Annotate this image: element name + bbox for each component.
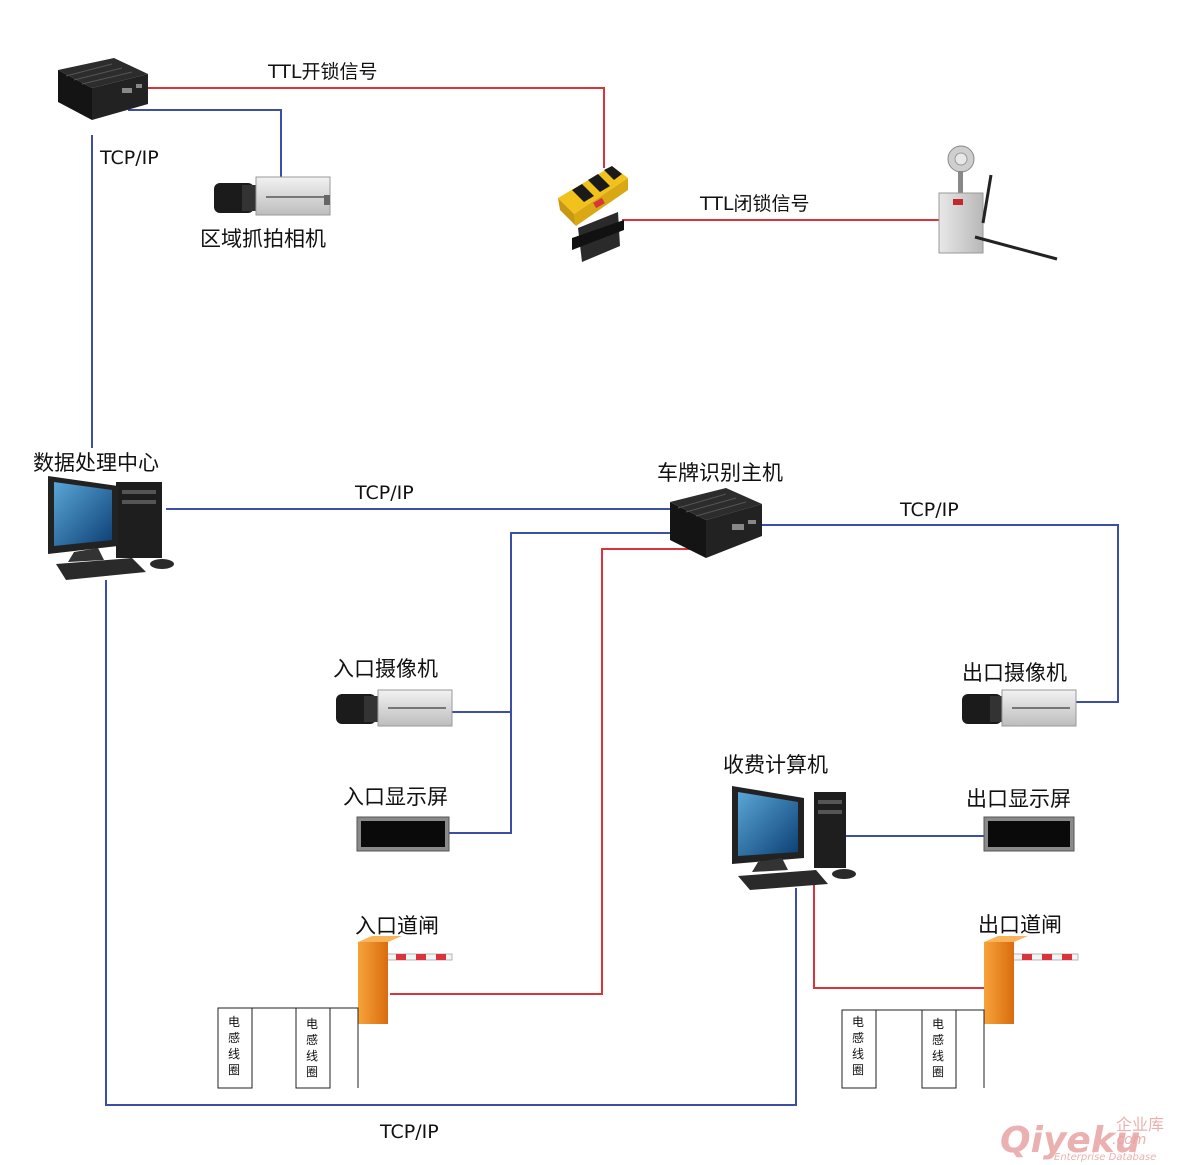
- toll-pc[interactable]: [732, 786, 856, 890]
- watermark-brand: Qiyeku: [1000, 1120, 1140, 1161]
- wire-tollpc-exit-gate: [813, 882, 984, 989]
- watermark-suffix: .com: [1112, 1132, 1146, 1148]
- wire-lpr-entry-bus: [448, 532, 672, 834]
- desktop-pc-icon: [732, 786, 856, 890]
- entry-camera[interactable]: [336, 689, 453, 727]
- top-recorder[interactable]: [58, 58, 148, 120]
- svg-text:电: 电: [852, 1015, 864, 1029]
- coil-box: [217, 1007, 985, 1089]
- parking-lock-icon: [558, 166, 628, 262]
- link-label-tcpip-right: TCP/IP: [899, 499, 959, 521]
- data-center-pc[interactable]: [48, 476, 174, 580]
- inductive-coil: 电 感 线 圈: [306, 1017, 318, 1079]
- svg-text:线: 线: [852, 1047, 864, 1061]
- wire-recorder-area-camera: [128, 109, 282, 178]
- link-label-ttl-unlock: TTL开锁信号: [267, 61, 377, 83]
- svg-text:感: 感: [852, 1030, 864, 1045]
- watermark: Qiyeku .com 企业库 Enterprise Database: [1000, 1115, 1164, 1163]
- barrier-gate-icon: [358, 936, 453, 1024]
- desktop-pc-icon: [48, 476, 174, 580]
- exit-camera[interactable]: [962, 689, 1077, 727]
- svg-text:感: 感: [228, 1030, 240, 1045]
- exit-display[interactable]: [983, 816, 1075, 852]
- wire-datacenter-tollpc: [105, 580, 797, 1106]
- inductive-coil: 电 感 线 圈: [228, 1015, 240, 1077]
- parking-lock[interactable]: [558, 166, 628, 262]
- svg-text:圈: 圈: [306, 1065, 318, 1079]
- link-label-tcpip-top: TCP/IP: [99, 147, 159, 169]
- entry-display[interactable]: [356, 816, 450, 852]
- exit-gate-label: 出口道闸: [978, 913, 1062, 937]
- area-camera[interactable]: [214, 176, 331, 216]
- svg-text:感: 感: [932, 1032, 944, 1047]
- box-camera-icon: [962, 689, 1077, 727]
- svg-text:线: 线: [306, 1049, 318, 1063]
- led-display-icon: [983, 816, 1075, 852]
- box-camera-icon: [336, 689, 453, 727]
- wireless-beacon-icon: [938, 145, 1058, 261]
- link-label-tcpip-bottom: TCP/IP: [379, 1121, 439, 1143]
- led-display-icon: [356, 816, 450, 852]
- barrier-gate-icon: [984, 936, 1079, 1024]
- svg-text:圈: 圈: [932, 1065, 944, 1079]
- wires: [91, 87, 1119, 1106]
- entry-camera-label: 入口摄像机: [333, 657, 438, 681]
- data-center-label: 数据处理中心: [33, 451, 159, 475]
- svg-text:圈: 圈: [852, 1063, 864, 1077]
- link-label-ttl-lock: TTL闭锁信号: [699, 193, 809, 215]
- svg-text:感: 感: [306, 1032, 318, 1047]
- wire-lpr-entry-gate: [390, 548, 690, 995]
- watermark-cn: 企业库: [1116, 1115, 1164, 1134]
- exit-camera-label: 出口摄像机: [962, 661, 1067, 685]
- svg-text:线: 线: [932, 1049, 944, 1063]
- svg-text:电: 电: [228, 1015, 240, 1029]
- watermark-sub: Enterprise Database: [1054, 1152, 1156, 1163]
- wireless-beacon[interactable]: [938, 145, 1058, 261]
- dvr-box-icon: [58, 58, 148, 120]
- svg-text:电: 电: [306, 1017, 318, 1031]
- dvr-box-icon: [670, 488, 762, 558]
- inductive-coil: 电 感 线 圈: [852, 1015, 864, 1077]
- box-camera-icon: [214, 176, 331, 216]
- svg-text:电: 电: [932, 1017, 944, 1031]
- wire-ttl-unlock: [148, 87, 605, 168]
- svg-text:圈: 圈: [228, 1063, 240, 1077]
- lpr-host[interactable]: [670, 488, 762, 558]
- entry-display-label: 入口显示屏: [343, 785, 448, 809]
- exit-gate[interactable]: [984, 936, 1079, 1024]
- wire-lpr-exit-camera: [760, 524, 1119, 703]
- toll-pc-label: 收费计算机: [723, 753, 828, 777]
- area-camera-label: 区域抓拍相机: [200, 227, 326, 251]
- lpr-host-label: 车牌识别主机: [657, 461, 783, 485]
- exit-display-label: 出口显示屏: [966, 787, 1071, 811]
- entry-gate-label: 入口道闸: [355, 914, 439, 938]
- svg-text:线: 线: [228, 1047, 240, 1061]
- entry-gate[interactable]: [358, 936, 453, 1024]
- inductive-coil: 电 感 线 圈: [932, 1017, 944, 1079]
- link-label-tcpip-mid: TCP/IP: [354, 482, 414, 504]
